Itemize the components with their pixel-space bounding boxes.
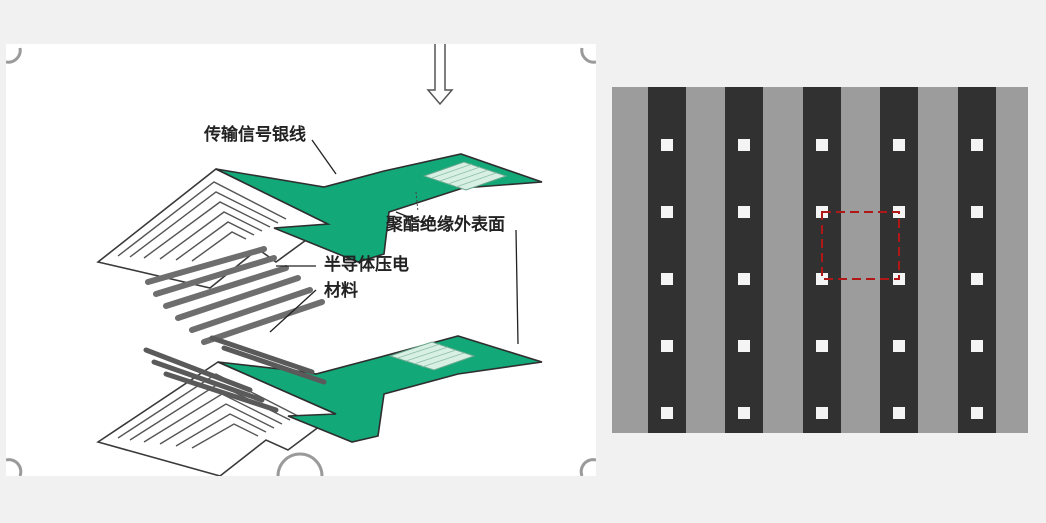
electrode-dot-r3-c3	[816, 273, 828, 285]
electrode-dot-r3-c1	[661, 273, 673, 285]
electrode-dot-r1-c4	[893, 139, 905, 151]
bottom-film-layer	[96, 335, 543, 476]
frame-corner-rings	[6, 47, 596, 476]
electrode-dot-r2-c2	[738, 206, 750, 218]
electrode-dot-r1-c3	[816, 139, 828, 151]
electrode-column-4	[880, 87, 918, 433]
top-contact-pad	[422, 161, 508, 191]
electrode-column-5	[958, 87, 996, 433]
highlight-unit-cell	[821, 211, 900, 280]
top-electrode-pattern	[117, 181, 287, 262]
electrode-dot-r5-c2	[738, 407, 750, 419]
signal-lead-label: 传输信号银线	[203, 124, 306, 145]
semiconductor-label-line2: 材料	[324, 280, 358, 301]
electrode-dot-r3-c2	[738, 273, 750, 285]
electrode-dot-r5-c5	[971, 407, 983, 419]
sensor-exploded-view: 传输信号银线 聚酯绝缘外表面 半导体压电 材料	[6, 44, 596, 476]
pressure-arrow-icon	[426, 44, 454, 106]
electrode-array-grid	[612, 87, 1028, 433]
electrode-column-2	[725, 87, 763, 433]
semiconductor-label-line1: 半导体压电	[324, 254, 409, 275]
electrode-dot-r2-c5	[971, 206, 983, 218]
electrode-dot-r5-c1	[661, 407, 673, 419]
sensor-diagram-panel: 传输信号银线 聚酯绝缘外表面 半导体压电 材料	[6, 44, 596, 476]
bottom-contact-pad	[388, 341, 476, 371]
electrode-dot-r4-c2	[738, 340, 750, 352]
electrode-dot-r4-c1	[661, 340, 673, 352]
electrode-dot-r5-c4	[893, 407, 905, 419]
electrode-dot-r4-c4	[893, 340, 905, 352]
electrode-dot-r1-c5	[971, 139, 983, 151]
electrode-column-1	[648, 87, 686, 433]
electrode-dot-r1-c2	[738, 139, 750, 151]
bottom-green-film	[217, 335, 543, 443]
top-film-layer	[96, 153, 543, 289]
electrode-array-panel	[612, 87, 1028, 433]
electrode-dot-r4-c5	[971, 340, 983, 352]
electrode-dot-r2-c1	[661, 206, 673, 218]
semiconductor-strips	[145, 246, 325, 345]
electrode-dot-r1-c1	[661, 139, 673, 151]
leader-lines	[269, 139, 519, 345]
electrode-dot-r3-c5	[971, 273, 983, 285]
electrode-dot-r5-c3	[816, 407, 828, 419]
insulation-surface-label: 聚酯绝缘外表面	[385, 214, 505, 235]
electrode-dot-r4-c3	[816, 340, 828, 352]
